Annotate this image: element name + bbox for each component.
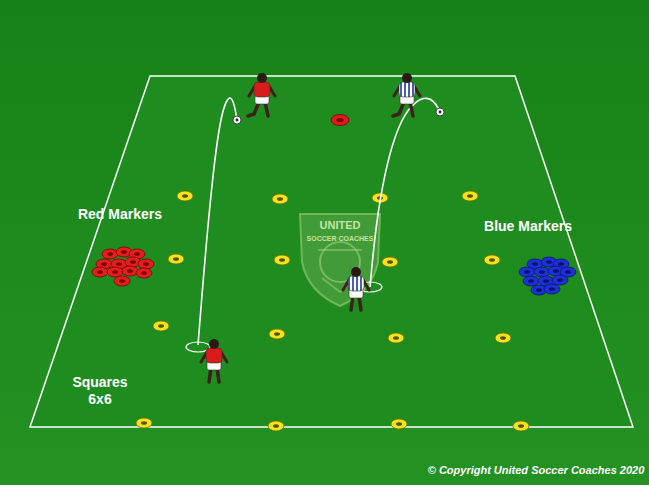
yellow-cone [391,419,407,429]
ball-path [198,98,237,345]
copyright-note: © Copyright United Soccer Coaches 2020 [428,464,645,477]
ball-path [370,98,440,287]
yellow-cone [168,254,184,264]
yellow-cone [382,257,398,267]
yellow-cone [272,194,288,204]
player [248,73,275,116]
yellow-cone [495,333,511,343]
yellow-cone [513,421,529,431]
yellow-cone [484,255,500,265]
watermark-text: UNITED [320,219,361,232]
yellow-cone [268,421,284,431]
field-outline [30,76,633,427]
yellow-cone [462,191,478,201]
grid-size-label: Squares 6x6 [65,374,135,408]
red-cone [331,115,349,126]
blue-marker-pile [519,257,576,295]
yellow-cone [274,255,290,265]
yellow-cone [269,329,285,339]
yellow-cone [388,333,404,343]
yellow-cone [153,321,169,331]
red-marker-pile [92,247,154,286]
yellow-cone [177,191,193,201]
player [393,73,420,116]
area-label: Red Markers [78,206,162,223]
yellow-cone [136,418,152,428]
area-label: Blue Markers [484,218,572,235]
watermark-text: SOCCER COACHES [307,235,374,243]
player [343,267,369,310]
player [201,339,227,382]
soccer-ball [233,116,241,124]
soccer-ball [436,108,444,116]
